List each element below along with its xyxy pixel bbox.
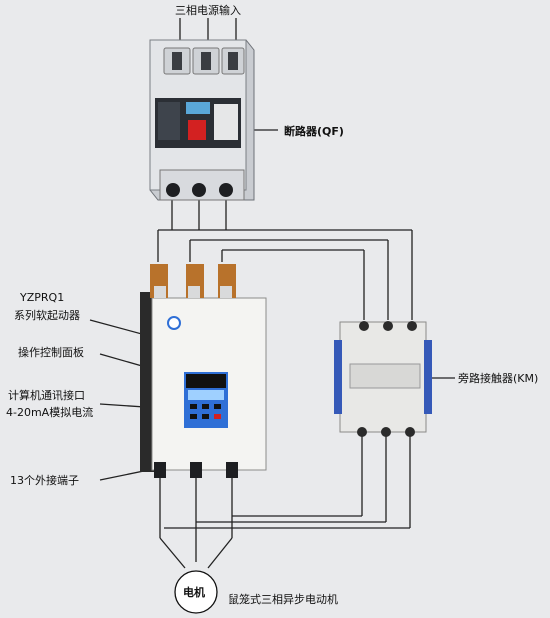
soft-starter-input-terminals bbox=[150, 264, 236, 298]
label-breaker: 断路器(QF) bbox=[284, 125, 344, 138]
label-analog-current: 4-20mA模拟电流 bbox=[6, 406, 94, 419]
breaker-to-starter-wires bbox=[157, 198, 413, 320]
label-power-input: 三相电源输入 bbox=[175, 4, 241, 17]
breaker-bottom-terminals bbox=[159, 169, 245, 201]
label-comm-port: 计算机通讯接口 bbox=[8, 389, 85, 402]
motor-symbol bbox=[174, 570, 218, 614]
label-control-panel: 操作控制面板 bbox=[18, 346, 84, 359]
breaker-top-terminals bbox=[163, 47, 245, 75]
label-motor-desc: 鼠笼式三相异步电动机 bbox=[228, 593, 338, 606]
label-soft-starter-model: YZPRQ1 bbox=[20, 291, 65, 304]
label-bypass-contactor: 旁路接触器(KM) bbox=[458, 372, 539, 385]
contactor-bottom-terminals bbox=[357, 427, 415, 437]
contactor-top-terminals bbox=[359, 321, 417, 331]
circuit-breaker bbox=[149, 39, 255, 201]
bypass-contactor bbox=[334, 321, 432, 437]
label-soft-starter-series: 系列软起动器 bbox=[14, 309, 80, 322]
label-terminals: 13个外接端子 bbox=[10, 474, 79, 487]
label-motor: 电机 bbox=[183, 586, 205, 599]
soft-starter-logo bbox=[167, 316, 181, 330]
soft-starter bbox=[140, 264, 267, 478]
starter-to-motor-wires bbox=[159, 432, 411, 569]
breaker-on-button bbox=[188, 120, 206, 140]
soft-starter-output-terminals bbox=[154, 462, 238, 478]
power-input-arrows bbox=[179, 18, 237, 40]
